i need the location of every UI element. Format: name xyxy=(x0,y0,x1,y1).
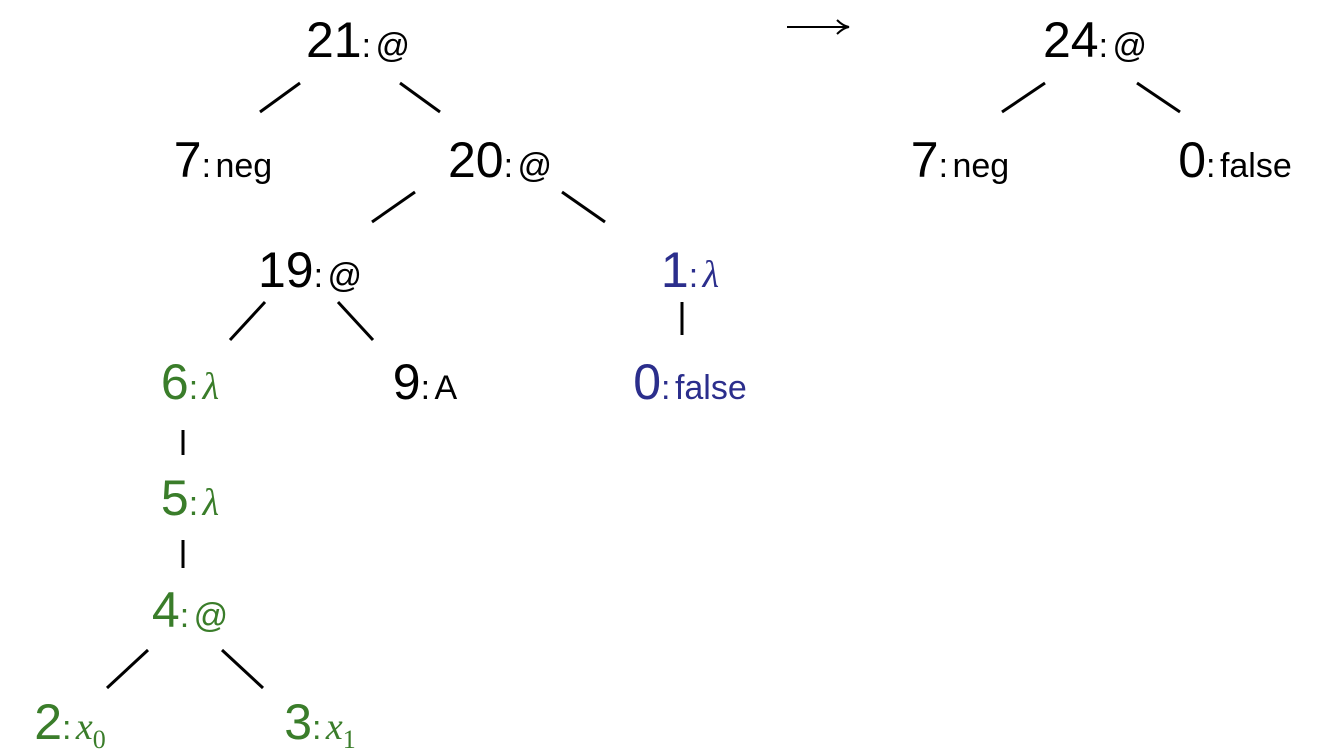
edge-n21-n7 xyxy=(259,81,301,114)
node-n5: 5: λ xyxy=(161,473,219,523)
node-separator: : xyxy=(1098,27,1109,65)
node-m7: 7: neg xyxy=(911,135,1009,185)
node-separator: : xyxy=(688,257,699,295)
node-number: 2 xyxy=(34,694,63,750)
node-n9: 9: A xyxy=(393,357,457,407)
node-n2: 2: x0 xyxy=(34,694,106,754)
node-n0: 0: false xyxy=(633,357,747,407)
node-label-subscript: 1 xyxy=(342,725,356,754)
node-label: x0 xyxy=(75,706,106,754)
node-separator: : xyxy=(188,369,199,407)
node-separator: : xyxy=(312,709,322,747)
node-n7: 7: neg xyxy=(174,135,272,185)
node-separator: : xyxy=(62,709,72,747)
node-separator: : xyxy=(313,257,324,295)
edge-m24-m7 xyxy=(1001,81,1046,114)
node-number: 7 xyxy=(910,132,939,188)
node-number: 0 xyxy=(633,354,662,410)
node-label: @ xyxy=(1112,27,1148,65)
node-label: @ xyxy=(327,257,363,295)
node-separator: : xyxy=(420,369,431,407)
node-label: false xyxy=(674,369,747,407)
node-label: λ xyxy=(202,366,220,408)
edge-n19-n9 xyxy=(336,300,375,342)
node-m0: 0: false xyxy=(1178,135,1292,185)
node-n3: 3: x1 xyxy=(284,694,356,754)
node-label: neg xyxy=(952,147,1010,185)
node-separator: : xyxy=(503,147,514,185)
node-number: 1 xyxy=(660,242,689,298)
node-separator: : xyxy=(661,369,671,407)
node-separator: : xyxy=(1206,147,1216,185)
node-number: 3 xyxy=(284,694,313,750)
edge-m24-m0 xyxy=(1136,81,1181,114)
node-number: 0 xyxy=(1178,132,1207,188)
node-label: @ xyxy=(193,597,229,635)
node-label: λ xyxy=(702,254,720,296)
node-n21: 21: @ xyxy=(306,15,410,65)
node-label: @ xyxy=(375,27,411,65)
node-separator: : xyxy=(938,147,949,185)
node-number: 5 xyxy=(160,470,189,526)
edge-n4-n3 xyxy=(220,648,265,690)
node-number: 9 xyxy=(392,354,421,410)
node-label: false xyxy=(1219,147,1292,185)
node-number: 19 xyxy=(257,242,314,298)
edge-n20-n1 xyxy=(561,190,606,224)
node-label: x1 xyxy=(325,706,356,754)
node-n4: 4: @ xyxy=(152,585,228,635)
node-m24: 24: @ xyxy=(1043,15,1147,65)
node-label: λ xyxy=(202,482,220,524)
node-separator: : xyxy=(188,485,199,523)
node-number: 20 xyxy=(447,132,504,188)
node-label: neg xyxy=(215,147,273,185)
node-separator: : xyxy=(201,147,212,185)
node-number: 4 xyxy=(151,582,180,638)
node-number: 24 xyxy=(1042,12,1099,68)
node-n1: 1: λ xyxy=(661,245,719,295)
node-label-subscript: 0 xyxy=(92,725,106,754)
edge-n4-n2 xyxy=(105,648,150,690)
edge-n19-n6 xyxy=(228,300,267,342)
node-n19: 19: @ xyxy=(258,245,362,295)
node-label: A xyxy=(434,369,458,407)
node-n6: 6: λ xyxy=(161,357,219,407)
node-separator: : xyxy=(179,597,190,635)
edge-n20-n19 xyxy=(371,190,416,224)
node-number: 7 xyxy=(173,132,202,188)
node-separator: : xyxy=(361,27,372,65)
node-n20: 20: @ xyxy=(448,135,552,185)
rightwards-arrow-icon xyxy=(787,19,850,35)
node-label: @ xyxy=(517,147,553,185)
node-number: 21 xyxy=(305,12,362,68)
node-number: 6 xyxy=(160,354,189,410)
edge-n21-n20 xyxy=(399,81,441,114)
